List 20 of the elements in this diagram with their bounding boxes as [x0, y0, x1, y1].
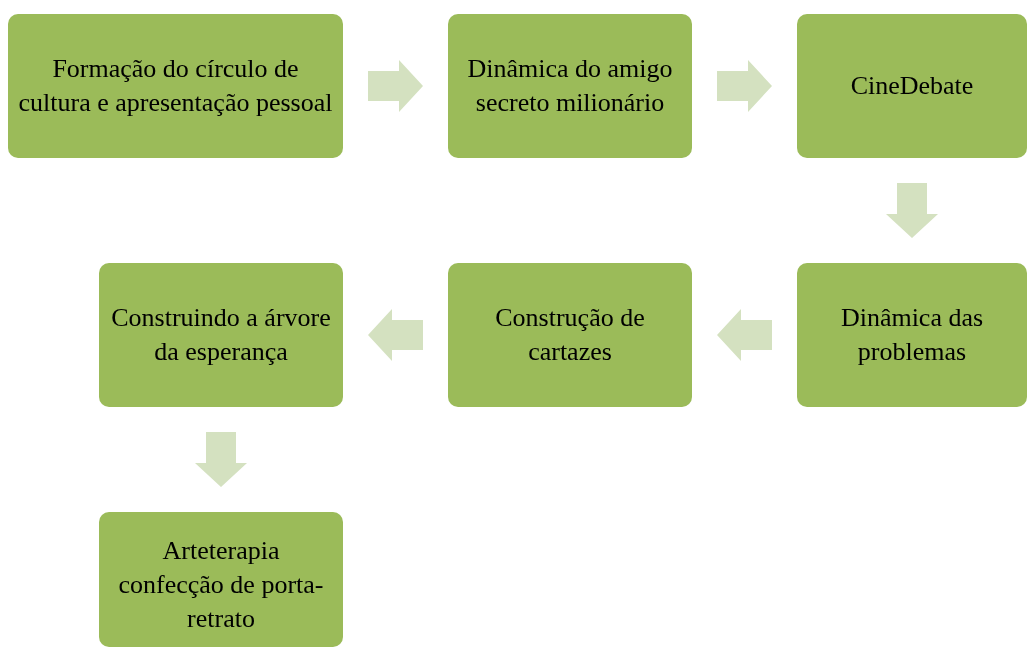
- block-arrow: [195, 432, 247, 487]
- block-arrow: [886, 183, 938, 238]
- box-label: Construindo a árvore da esperança: [110, 302, 332, 368]
- block-arrow: [368, 309, 423, 361]
- process-box: [99, 512, 343, 647]
- block-arrow: [717, 309, 772, 361]
- process-box: [99, 263, 343, 407]
- box-label: Dinâmica do amigo secreto milionário: [466, 53, 674, 119]
- process-box: [448, 263, 692, 407]
- block-arrow: [717, 60, 772, 112]
- process-box: [797, 263, 1027, 407]
- box-label: Dinâmica das problemas: [839, 302, 985, 368]
- process-box: [797, 14, 1027, 158]
- box-label: Arteterapia confecção de porta-retrato: [117, 535, 325, 635]
- box-label: Formação do círculo de cultura e apresentação pessoal: [18, 53, 333, 119]
- box-label: CineDebate: [850, 70, 974, 103]
- process-box: [8, 14, 343, 158]
- block-arrow: [368, 60, 423, 112]
- process-box: [448, 14, 692, 158]
- box-label: Construção de cartazes: [494, 302, 646, 368]
